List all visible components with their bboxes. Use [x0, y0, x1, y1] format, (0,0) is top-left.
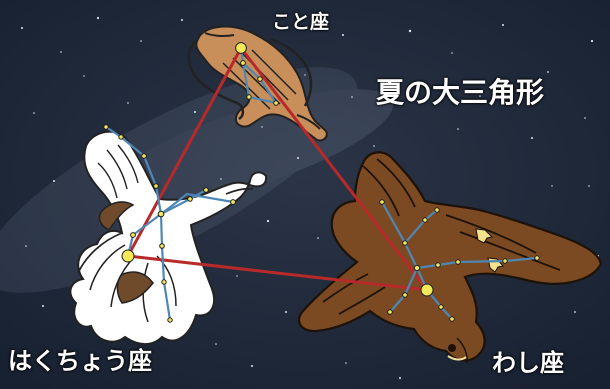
- cygnus-star: [230, 199, 236, 205]
- cygnus-star: [161, 279, 167, 285]
- cygnus-neck-line: [160, 192, 234, 215]
- cygnus-star: [157, 210, 165, 218]
- aquila-star: [455, 259, 461, 265]
- page-title: 夏の大三角形: [376, 76, 545, 109]
- altair-star: [420, 283, 434, 297]
- cygnus-star: [118, 134, 124, 140]
- vega-star: [235, 42, 247, 54]
- cygnus-star: [187, 196, 193, 202]
- deneb-star: [121, 249, 135, 263]
- eagle-illustration: [298, 151, 603, 364]
- lyre-illustration: [187, 25, 328, 142]
- cygnus-star: [130, 232, 136, 238]
- cygnus-star: [159, 243, 165, 249]
- lyra-label: こと座: [272, 11, 330, 33]
- lyra-star: [246, 94, 252, 100]
- aquila-star: [402, 292, 408, 298]
- aquila-star: [402, 240, 408, 246]
- aquila-star: [434, 207, 440, 213]
- cygnus-star: [153, 183, 159, 189]
- aquila-star: [534, 255, 540, 261]
- aquila-star: [379, 199, 385, 205]
- aquila-star: [449, 316, 455, 322]
- cygnus-star: [203, 187, 209, 193]
- aquila-star: [502, 258, 508, 264]
- lyra-star: [240, 60, 246, 66]
- constellation-stars: [103, 42, 540, 323]
- summer-triangle-lines: [125, 45, 431, 292]
- cygnus-lower-wing-line: [159, 213, 172, 321]
- aquila-label: わし座: [492, 349, 564, 377]
- aquila-head-line: [381, 201, 429, 291]
- aquila-star: [387, 309, 393, 315]
- cygnus-star: [141, 153, 147, 159]
- cygnus-star: [103, 124, 109, 130]
- aquila-star: [413, 264, 421, 272]
- cygnus-label: はくちょう座: [8, 347, 152, 375]
- aquila-star: [435, 262, 441, 268]
- cygnus-star: [167, 317, 173, 323]
- aquila-star: [422, 217, 428, 223]
- aquila-star: [438, 304, 444, 310]
- lyra-star: [273, 100, 279, 106]
- lyra-star: [257, 76, 263, 82]
- swan-illustration: [69, 130, 268, 346]
